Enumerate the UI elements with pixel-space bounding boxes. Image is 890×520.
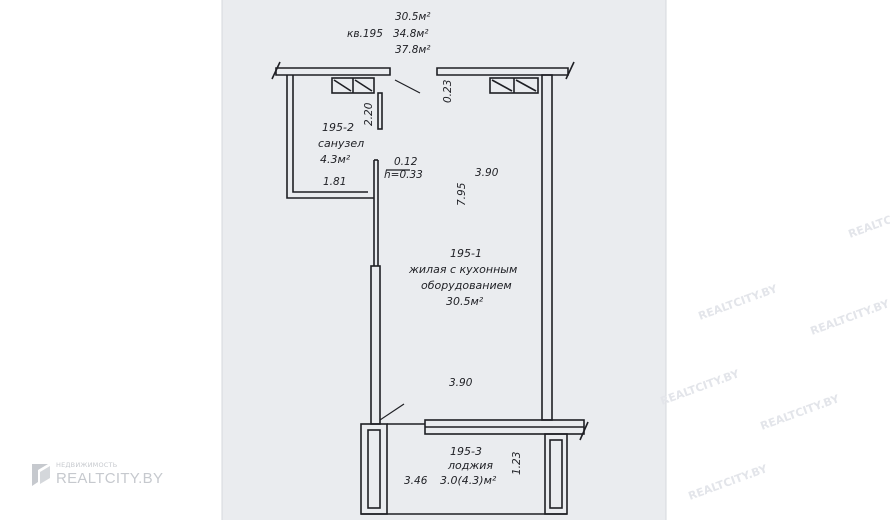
watermark-tile-4: REALTCITY.BY	[759, 392, 842, 433]
loggia-wall-break	[579, 421, 589, 441]
realtcity-watermark: НЕДВИЖИМОСТЬ REALTCITY.BY	[30, 458, 163, 490]
top-wall-right-break	[565, 61, 575, 80]
watermark-tiles: REALTCITY.BY REALTCITY.BY REALTCITY.BY R…	[659, 200, 890, 503]
bathroom-outer-wall	[286, 75, 374, 199]
brand-tagline: НЕДВИЖИМОСТЬ	[56, 461, 118, 470]
living-name-line2: оборудованием	[421, 279, 512, 292]
realtcity-logo-icon	[32, 464, 50, 486]
dim-bath-depth: 2.20	[363, 102, 375, 126]
vent-shaft-right	[489, 77, 539, 94]
bathroom-name: санузел	[318, 137, 364, 150]
top-wall-left	[275, 67, 391, 76]
brand-name: REALTCITY.BY	[56, 469, 164, 487]
watermark-tile-6: REALTCITY.BY	[687, 462, 770, 503]
living-area: 30.5м²	[446, 295, 484, 308]
vent-shaft-left	[331, 77, 375, 94]
area-total: 34.8м²	[393, 28, 429, 40]
loggia-number: 195-3	[450, 445, 482, 458]
loggia-left-wall-inner	[367, 429, 381, 509]
area-with-loggia: 37.8м²	[395, 44, 431, 56]
bathroom-number: 195-2	[322, 121, 354, 134]
watermark-tile-1: REALTCITY.BY	[697, 282, 780, 323]
dim-door-width: 0.23	[442, 80, 454, 103]
bathroom-inner-wall	[292, 75, 368, 193]
dim-loggia-depth: 1.23	[511, 452, 523, 475]
watermark-tile-5: REALTCITY.BY	[847, 200, 890, 241]
loggia-area: 3.0(4.3)м²	[440, 474, 497, 487]
dim-wall-offset: 0.12	[394, 156, 418, 168]
dim-bath-width: 1.81	[323, 176, 346, 188]
living-number: 195-1	[450, 247, 482, 260]
dim-step-height: h=0.33	[384, 169, 423, 181]
living-name-line1: жилая с кухонным	[408, 263, 517, 276]
watermark-tile-3: REALTCITY.BY	[659, 367, 742, 408]
dim-room-width-top: 3.90	[475, 167, 499, 179]
room-label-loggia: 195-3 лоджия 3.0(4.3)м²	[440, 445, 497, 487]
dim-room-length: 7.95	[456, 182, 468, 206]
loggia-name: лоджия	[447, 459, 493, 472]
area-living: 30.5м²	[395, 11, 431, 23]
top-wall-left-break	[271, 61, 281, 80]
balcony-door-swing	[379, 403, 405, 421]
watermark-tile-2: REALTCITY.BY	[809, 297, 890, 338]
room-label-living: 195-1 жилая с кухонным оборудованием 30.…	[408, 247, 517, 308]
bathroom-area: 4.3м²	[320, 153, 351, 166]
bath-door-jamb	[377, 92, 383, 130]
dim-loggia-width: 3.46	[404, 475, 428, 487]
door-swing	[394, 79, 421, 94]
room-label-bathroom: 195-2 санузел 4.3м²	[318, 121, 364, 166]
paper-sheet	[222, 0, 666, 520]
loggia-right-wall-inner	[549, 439, 563, 509]
apartment-number: кв.195	[347, 28, 383, 40]
dim-room-width-bottom: 3.90	[449, 377, 473, 389]
